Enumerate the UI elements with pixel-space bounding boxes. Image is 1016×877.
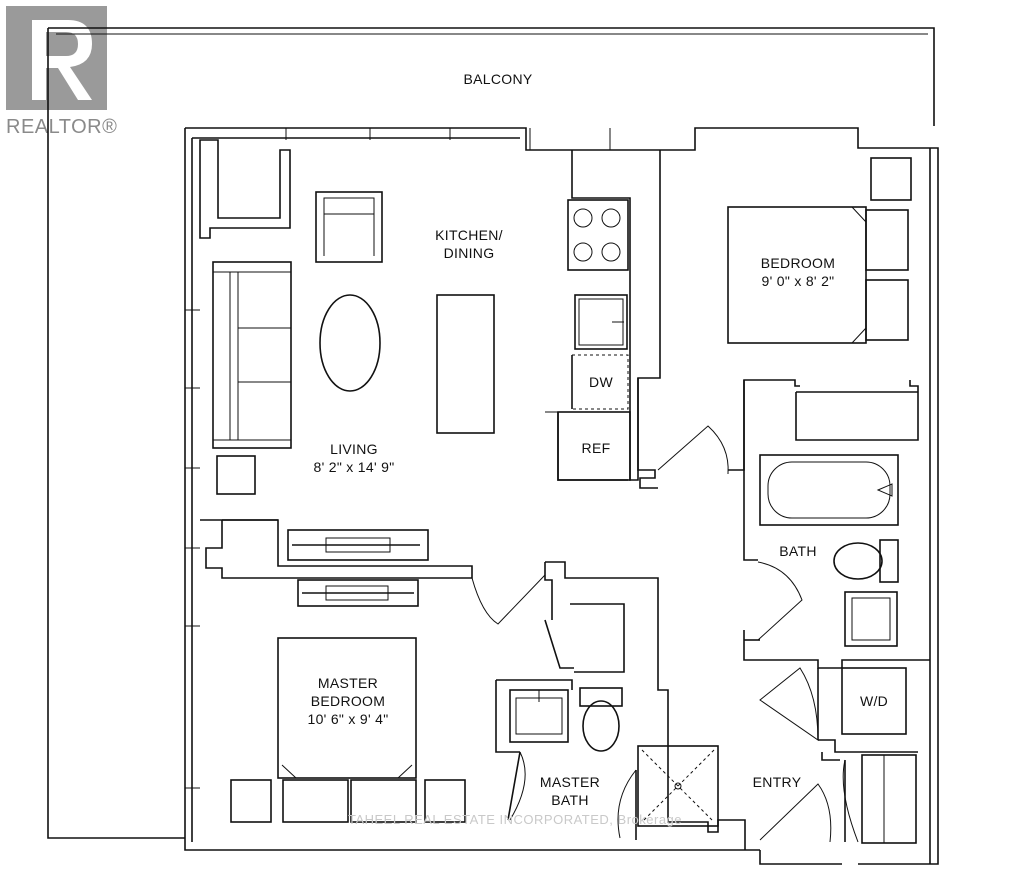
entry-closet: [861, 754, 917, 844]
living-dimensions: 8' 2" x 14' 9": [314, 459, 395, 475]
master-bed: [230, 637, 466, 823]
realtor-logo: REALTOR®: [6, 6, 117, 138]
living-label: LIVING: [330, 441, 378, 457]
refrigerator-label: REF: [582, 440, 611, 456]
master-bedroom-dimensions: 10' 6" x 9' 4": [308, 711, 389, 727]
door-swings: [471, 425, 859, 843]
balcony-label: BALCONY: [463, 71, 532, 87]
dishwasher: DW: [571, 354, 629, 410]
dishwasher-label: DW: [589, 374, 613, 390]
sofa: [212, 261, 292, 449]
master-bath-label-line1: MASTER: [540, 774, 600, 790]
balcony-outline: [47, 27, 935, 839]
living-column: [199, 139, 291, 239]
master-bath-shower: [637, 745, 719, 827]
master-bath-toilet: [579, 687, 623, 752]
refrigerator: REF: [545, 411, 631, 481]
coffee-table: [319, 294, 381, 392]
kitchen-dining-label-line2: DINING: [444, 245, 495, 261]
closet-shelves: [287, 529, 429, 607]
bath-vanity: [844, 591, 898, 647]
interior-walls: [200, 150, 930, 850]
master-bedroom-label-line2: BEDROOM: [311, 693, 385, 709]
exterior-walls: [184, 127, 939, 865]
master-bath-vanity: [509, 689, 569, 743]
realtor-logo-text: REALTOR®: [6, 116, 117, 138]
armchair: [315, 191, 383, 263]
stove: [567, 199, 629, 271]
master-bedroom-label-line1: MASTER: [318, 675, 378, 691]
bedroom-dimensions: 9' 0" x 8' 2": [762, 273, 835, 289]
bedroom-bed: [727, 157, 912, 344]
bath-toilet: [833, 539, 899, 583]
brokerage-watermark: TAHEEL REAL ESTATE INCORPORATED, Brokera…: [348, 812, 682, 827]
kitchen-dining-label-line1: KITCHEN/: [435, 227, 503, 243]
washer-dryer-label: W/D: [860, 693, 888, 709]
washer-dryer: W/D: [841, 667, 907, 735]
bath-label: BATH: [779, 543, 817, 559]
bedroom-label: BEDROOM: [761, 255, 835, 271]
side-table: [216, 455, 256, 495]
bathtub: [759, 454, 899, 526]
kitchen-island: [436, 294, 495, 434]
kitchen-sink: [574, 294, 628, 350]
entry-label: ENTRY: [753, 774, 802, 790]
master-bath-label-line2: BATH: [551, 792, 589, 808]
